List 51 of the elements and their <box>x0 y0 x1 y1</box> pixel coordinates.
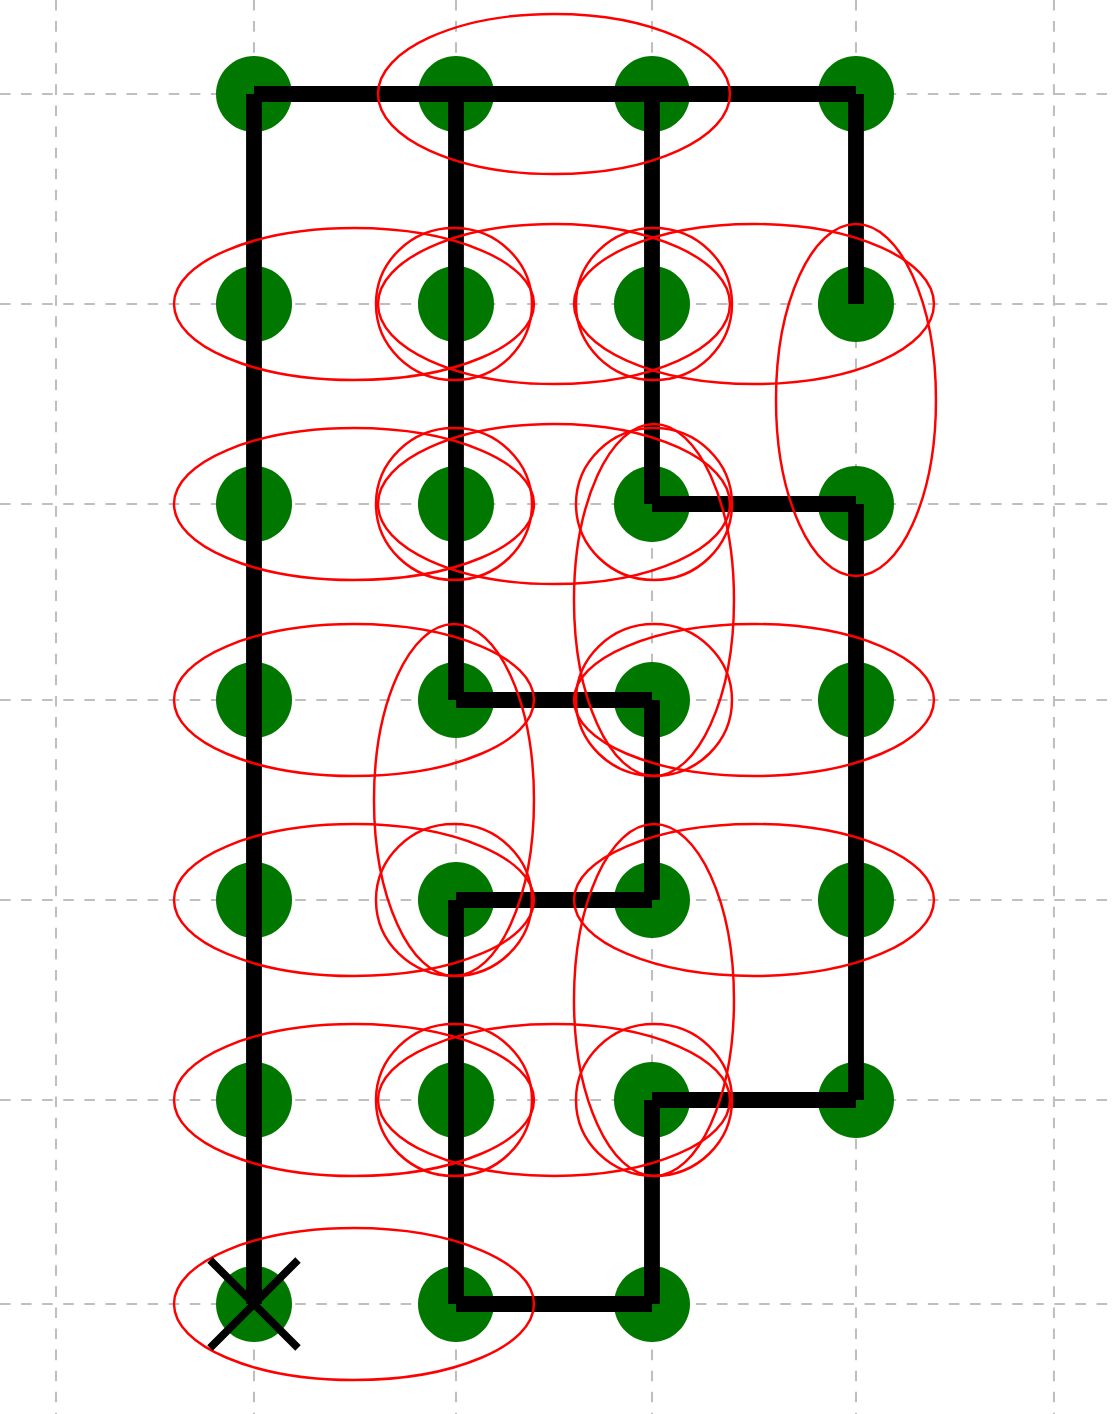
edge-line <box>448 1100 464 1304</box>
vertex-dot <box>818 466 894 542</box>
vertex-dot <box>418 862 494 938</box>
edge-line <box>644 304 660 504</box>
edge-line <box>456 692 652 708</box>
edge-line <box>254 86 456 102</box>
edge-line <box>456 86 652 102</box>
vertex-dot <box>418 266 494 342</box>
edge-line <box>246 504 262 700</box>
edge-line <box>848 700 864 900</box>
vertex-dot <box>216 1062 292 1138</box>
edge-line <box>456 1296 652 1312</box>
vertex-dot <box>614 56 690 132</box>
edge-line <box>448 504 464 700</box>
edge-line <box>246 94 262 304</box>
edge-line <box>246 304 262 504</box>
vertex-dot <box>818 662 894 738</box>
edge-line <box>246 900 262 1100</box>
edge-line <box>652 496 856 512</box>
edge-line <box>448 900 464 1100</box>
edge-line <box>652 86 856 102</box>
edge-line <box>448 304 464 504</box>
edge-line <box>456 892 652 908</box>
vertex-dot <box>418 1062 494 1138</box>
vertex-dot <box>818 1062 894 1138</box>
vertex-dot <box>818 862 894 938</box>
vertex-dot <box>216 56 292 132</box>
vertex-dot <box>216 466 292 542</box>
edge-line <box>848 900 864 1100</box>
vertex-dot <box>614 662 690 738</box>
edge-line <box>644 700 660 900</box>
vertex-dot <box>818 266 894 342</box>
edge-line <box>644 1100 660 1304</box>
edge-line <box>652 1092 856 1108</box>
vertex-dot <box>418 56 494 132</box>
vertex-dot <box>418 1266 494 1342</box>
edge-line <box>848 504 864 700</box>
vertex-dot <box>418 466 494 542</box>
vertex-dot <box>216 266 292 342</box>
vertex-dot <box>614 466 690 542</box>
vertex-dot <box>614 266 690 342</box>
vertex-dot <box>614 1266 690 1342</box>
vertex-dot <box>216 862 292 938</box>
vertex-dot <box>614 862 690 938</box>
vertex-dot <box>818 56 894 132</box>
vertex-dot <box>614 1062 690 1138</box>
vertex-dot <box>418 662 494 738</box>
vertex-dot <box>216 662 292 738</box>
edge-line <box>246 1100 262 1304</box>
edge-line <box>246 700 262 900</box>
edge-line <box>848 94 864 304</box>
